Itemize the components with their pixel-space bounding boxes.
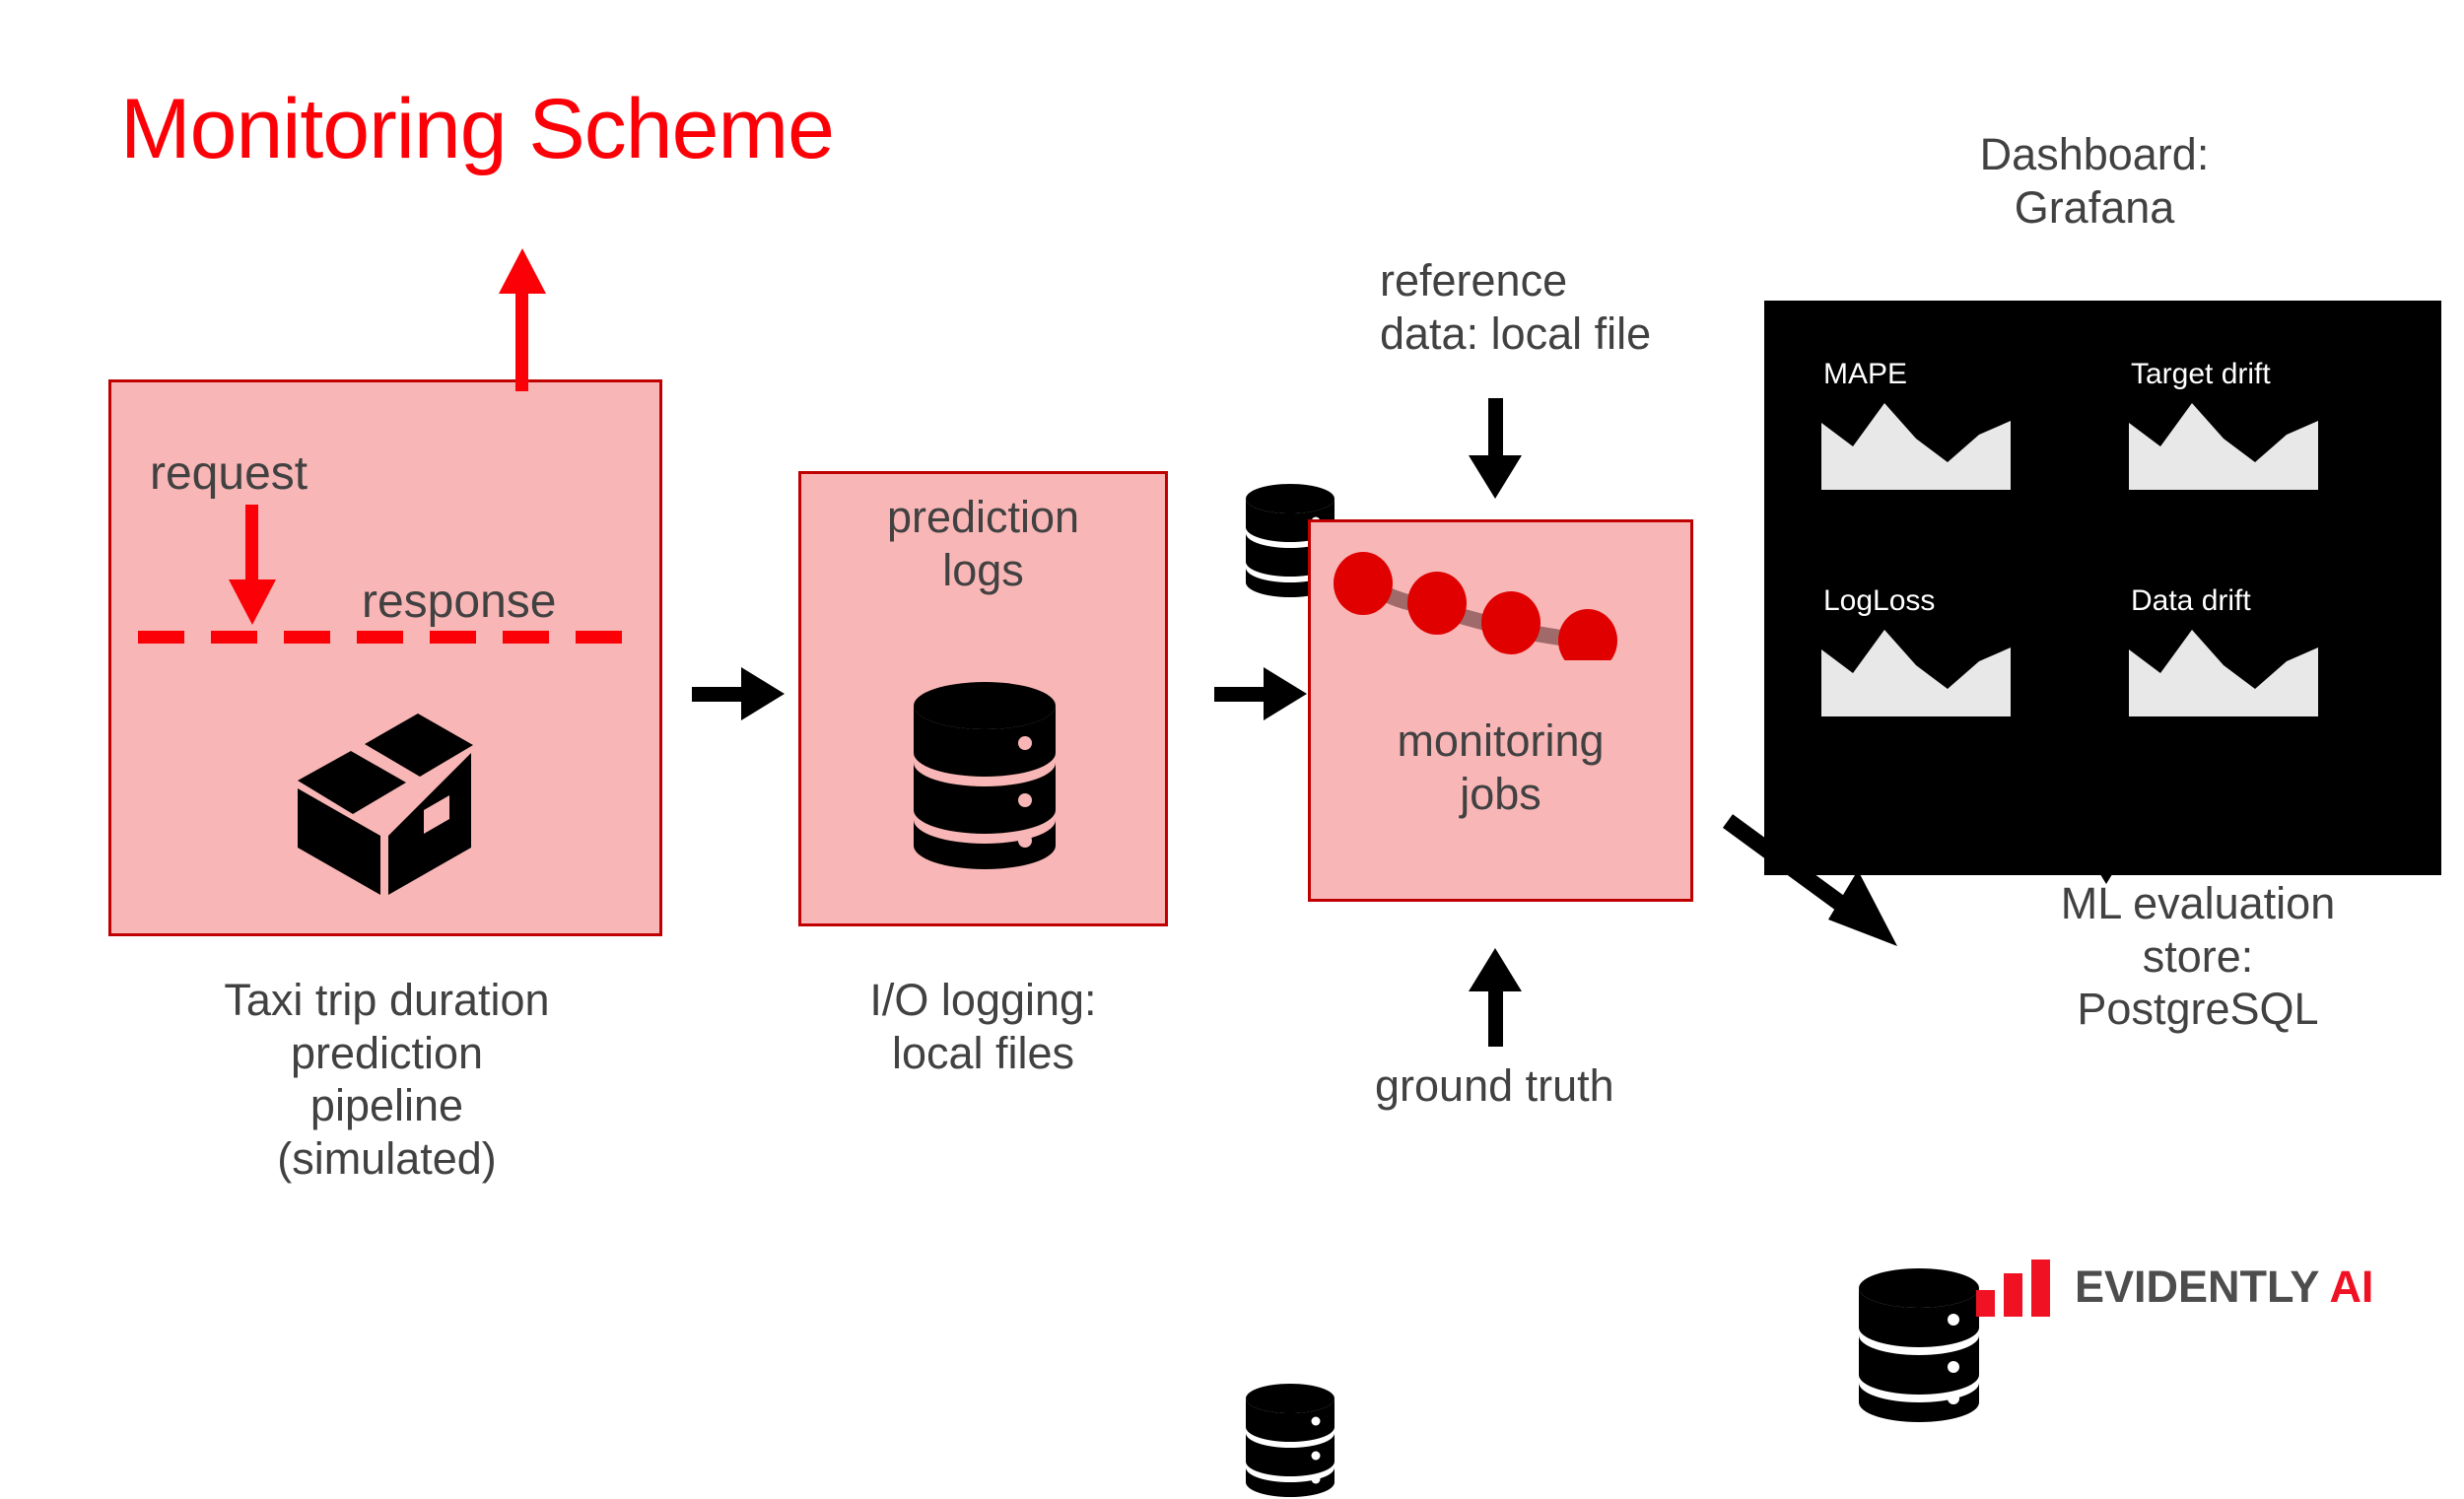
database-icon xyxy=(912,680,1058,872)
page-title: Monitoring Scheme xyxy=(120,82,835,176)
logo-ai-text: AI xyxy=(2329,1261,2374,1312)
response-label: response xyxy=(362,576,557,628)
pipeline-caption-line-4: (simulated) xyxy=(277,1132,497,1184)
slide-canvas: Monitoring Scheme request response Taxi … xyxy=(84,82,2441,1497)
response-arrow-icon xyxy=(499,248,546,294)
dashboard-panel-logloss[interactable]: LogLoss xyxy=(1821,586,2011,716)
reference-data-arrow-shaft xyxy=(1488,398,1503,459)
reference-data-label-line-1: reference xyxy=(1380,255,1568,306)
area-chart-icon xyxy=(2129,399,2318,490)
ml-store-caption-line-1: ML evaluation xyxy=(2060,878,2336,928)
prediction-logs-caption-line-1: I/O logging: xyxy=(869,975,1097,1025)
pipeline-caption: Taxi trip duration prediction pipeline (… xyxy=(84,974,690,1185)
prediction-logs-caption: I/O logging: local files xyxy=(779,974,1188,1079)
logs-to-monitoring-arrow-shaft xyxy=(1214,687,1267,702)
prediction-logs-title-line-2: logs xyxy=(942,544,1024,595)
prediction-logs-title-line-1: prediction xyxy=(886,492,1080,542)
evidently-ai-logo: EVIDENTLY AI xyxy=(1976,1250,2400,1323)
database-icon xyxy=(1858,1267,1981,1425)
dashboard-to-ml-store-arrow-icon xyxy=(2080,841,2133,884)
dashboard-panel-title: Target drift xyxy=(2131,358,2271,390)
request-label: request xyxy=(150,447,308,500)
monitoring-jobs-title: monitoring jobs xyxy=(1308,715,1693,820)
prediction-logs-caption-line-2: local files xyxy=(891,1027,1075,1078)
ml-store-caption-line-2: store: xyxy=(2142,930,2254,982)
dashboard-panel-title: LogLoss xyxy=(1823,584,1936,617)
logo-bars-icon xyxy=(1976,1260,2051,1317)
dashboard-panel-data-drift[interactable]: Data drift xyxy=(2129,586,2318,716)
grafana-dashboard[interactable]: MAPE Target drift LogLoss xyxy=(1764,301,2441,875)
area-chart-icon xyxy=(2129,626,2318,716)
pipeline-box xyxy=(108,379,662,936)
area-chart-icon xyxy=(1821,626,2011,716)
pipeline-to-logs-arrow-icon xyxy=(741,667,785,720)
dashboard-caption: Dashboard: Grafana xyxy=(1873,128,2316,234)
logo-wordmark: EVIDENTLY AI xyxy=(2075,1261,2373,1313)
database-icon xyxy=(1245,1383,1335,1499)
pipeline-caption-line-3: pipeline xyxy=(309,1080,464,1131)
pipeline-to-logs-arrow-shaft xyxy=(692,687,745,702)
dashboard-panel-title: MAPE xyxy=(1823,358,1908,390)
monitoring-jobs-title-line-2: jobs xyxy=(1460,768,1541,819)
request-arrow-shaft xyxy=(245,505,258,583)
dashboard-panel-target-drift[interactable]: Target drift xyxy=(2129,360,2318,490)
ground-truth-label: ground truth xyxy=(1375,1060,1614,1111)
package-box-icon xyxy=(286,690,483,897)
line-chart-icon xyxy=(1326,532,1680,660)
logs-to-monitoring-arrow-icon xyxy=(1264,667,1307,720)
ground-truth-arrow-icon xyxy=(1469,948,1522,991)
pipeline-caption-line-1: Taxi trip duration xyxy=(224,975,550,1025)
ground-truth-arrow-shaft xyxy=(1488,986,1503,1047)
ml-store-caption: ML evaluation store: PostgreSQL xyxy=(1981,877,2415,1036)
service-boundary-dashed-line xyxy=(138,631,633,644)
monitoring-jobs-title-line-1: monitoring xyxy=(1397,715,1605,766)
dashboard-caption-line-1: Dashboard: xyxy=(1979,129,2210,179)
reference-data-label: reference data: local file xyxy=(1380,254,1754,360)
area-chart-icon xyxy=(1821,399,2011,490)
pipeline-caption-line-2: prediction xyxy=(290,1027,484,1078)
dashboard-panel-title: Data drift xyxy=(2131,584,2251,617)
response-arrow-shaft xyxy=(515,293,528,391)
ml-store-caption-line-3: PostgreSQL xyxy=(2077,984,2319,1035)
prediction-logs-title: prediction logs xyxy=(798,491,1168,596)
request-arrow-icon xyxy=(229,579,276,625)
logo-word-text: EVIDENTLY xyxy=(2075,1261,2319,1312)
reference-data-label-line-2: data: local file xyxy=(1380,307,1652,359)
reference-data-arrow-icon xyxy=(1469,455,1522,499)
dashboard-panel-mape[interactable]: MAPE xyxy=(1821,360,2011,490)
dashboard-to-ml-store-arrow-shaft xyxy=(2099,784,2114,845)
dashboard-caption-line-2: Grafana xyxy=(2014,181,2175,233)
